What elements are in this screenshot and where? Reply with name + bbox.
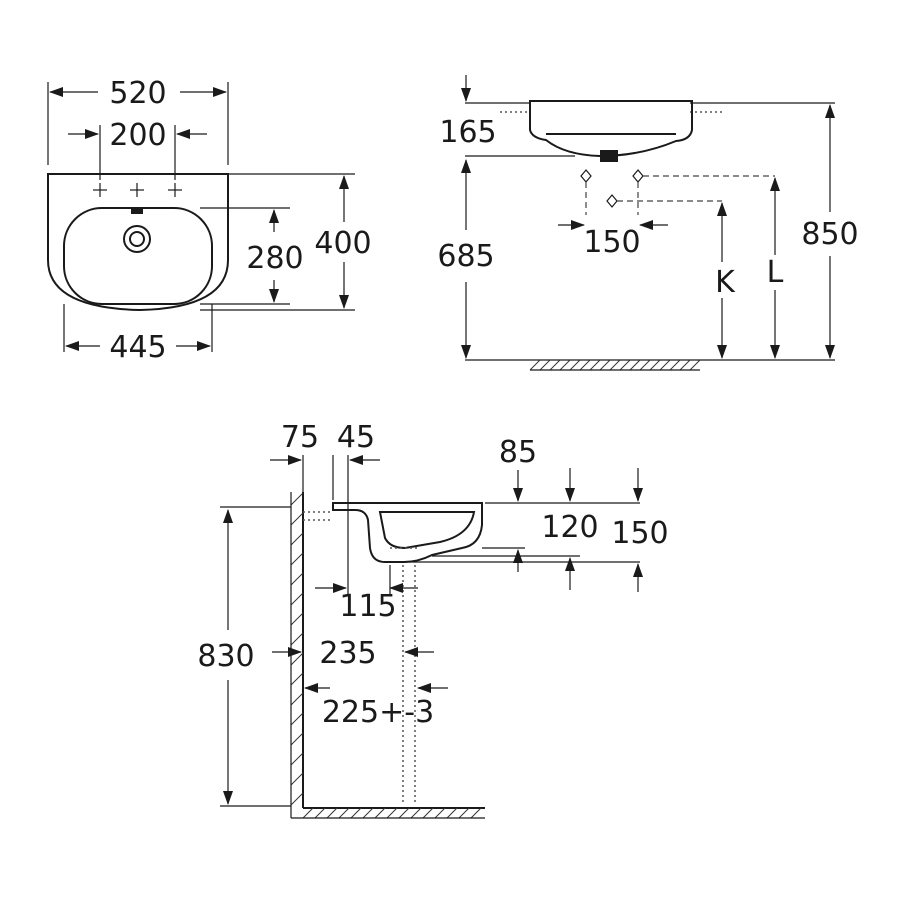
- tap-hole-icon: [93, 183, 182, 197]
- floor-hatch: [529, 359, 701, 371]
- dim-rim-projection: 45: [337, 420, 375, 455]
- basin-profile: [332, 502, 483, 563]
- dim-tap-spacing: 200: [109, 118, 166, 153]
- dim-rim-to-floor: 685: [437, 239, 494, 274]
- dim-bowl-width: 445: [109, 330, 166, 365]
- dim-mount-height: 830: [197, 639, 254, 674]
- bowl-outline: [63, 207, 213, 305]
- dim-drain-offset: 115: [339, 589, 396, 624]
- dim-label-k: K: [715, 265, 736, 300]
- basin-outline: [47, 173, 229, 312]
- dim-label-l: L: [767, 255, 784, 290]
- dim-rim-drop: 85: [499, 435, 537, 470]
- connection-point-icon: [580, 169, 644, 208]
- dim-top-clearance: 165: [439, 115, 496, 150]
- dim-pipe-offset: 225+-3: [322, 695, 434, 730]
- dim-trap-offset: 235: [319, 636, 376, 671]
- dim-overall-width: 520: [109, 76, 166, 111]
- dim-bowl-depth: 280: [246, 241, 303, 276]
- dim-overall-depth: 400: [314, 226, 371, 261]
- dim-wall-to-basin: 75: [281, 420, 319, 455]
- dim-bowl-height: 120: [541, 510, 598, 545]
- waste-outlet: [600, 150, 618, 162]
- dim-waste-offset: 150: [583, 225, 640, 260]
- side-view: 75 45 85 120 150 115 235 225+-3: [197, 420, 669, 819]
- dim-overall-basin-height: 150: [611, 516, 668, 551]
- drain-icon: [123, 225, 151, 253]
- dim-overall-height: 850: [801, 217, 858, 252]
- wall-hatch: [290, 492, 304, 818]
- floor-hatch-side: [291, 807, 485, 819]
- basin-front: [529, 100, 693, 158]
- top-view: 520 200 400 280 445: [47, 76, 372, 365]
- front-view: 165 685 150 K L 850: [437, 75, 859, 371]
- overflow-slot: [131, 208, 143, 214]
